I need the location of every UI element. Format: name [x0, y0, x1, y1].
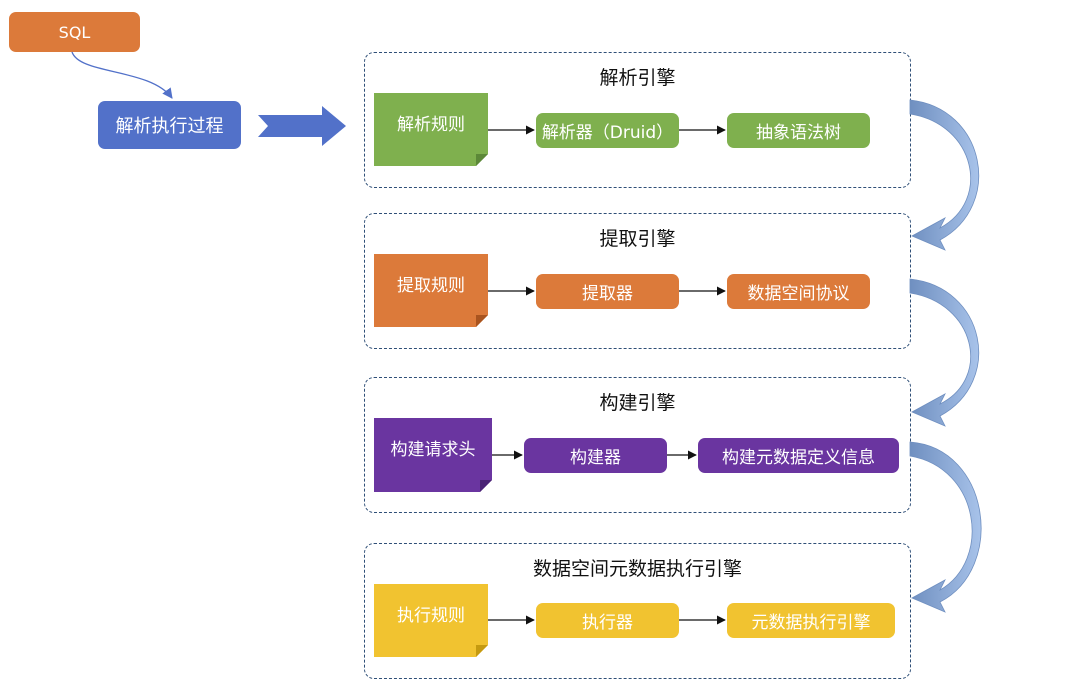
engine-title-extract: 提取引擎	[599, 228, 676, 250]
process-to-engines-block-arrow	[258, 106, 346, 146]
processor-execute: 执行器	[536, 603, 679, 638]
output-label-build: 构建元数据定义信息	[722, 448, 875, 468]
output-execute: 元数据执行引擎	[727, 603, 895, 638]
sql-label: SQL	[58, 22, 91, 42]
processor-label-execute: 执行器	[582, 613, 633, 633]
sql-to-process-connector	[71, 51, 173, 99]
output-build: 构建元数据定义信息	[698, 438, 899, 473]
output-label-execute: 元数据执行引擎	[751, 613, 871, 633]
engine-title-execute: 数据空间元数据执行引擎	[532, 558, 742, 580]
engine-title-build: 构建引擎	[599, 392, 676, 414]
rule-note-execute: 执行规则	[374, 584, 488, 657]
curve-arrow-parse-to-extract	[909, 99, 980, 251]
output-label-extract: 数据空间协议	[747, 284, 850, 304]
curve-arrow-build-to-execute	[909, 441, 982, 613]
rule-note-parse: 解析规则	[374, 93, 488, 166]
parse-execute-process-label: 解析执行过程	[115, 116, 224, 137]
rule-note-build: 构建请求头	[374, 418, 492, 492]
output-label-parse: 抽象语法树	[756, 123, 841, 143]
rule-note-extract: 提取规则	[374, 254, 488, 327]
rule-label-parse: 解析规则	[397, 115, 465, 135]
sql-node: SQL	[9, 12, 140, 52]
processor-build: 构建器	[524, 438, 667, 473]
rule-label-extract: 提取规则	[397, 276, 465, 296]
rule-label-execute: 执行规则	[397, 606, 465, 626]
processor-label-parse: 解析器（Druid）	[541, 123, 674, 143]
rule-label-build: 构建请求头	[390, 440, 476, 460]
processor-label-extract: 提取器	[582, 284, 633, 304]
engine-title-parse: 解析引擎	[599, 67, 676, 89]
output-extract: 数据空间协议	[727, 274, 870, 309]
processor-parse: 解析器（Druid）	[536, 113, 679, 148]
output-parse: 抽象语法树	[727, 113, 870, 148]
processor-extract: 提取器	[536, 274, 679, 309]
parse-execute-process-node: 解析执行过程	[98, 101, 241, 149]
curve-arrow-extract-to-build	[909, 278, 980, 427]
processor-label-build: 构建器	[570, 448, 621, 468]
